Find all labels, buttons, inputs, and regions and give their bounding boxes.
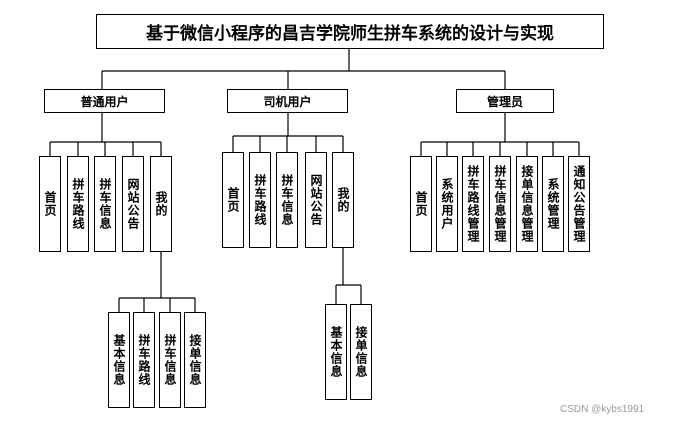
user-mine-order-info: 接单信息 xyxy=(184,312,206,408)
driver-item-home: 首页 xyxy=(222,152,244,248)
user-item-site-notice: 网站公告 xyxy=(122,156,144,252)
role-box-driver-user: 司机用户 xyxy=(227,89,348,113)
role-box-regular-user: 普通用户 xyxy=(44,89,165,113)
user-mine-carpool-info: 拼车信息 xyxy=(159,312,181,408)
driver-mine-basic-info: 基本信息 xyxy=(325,304,347,400)
admin-item-system-manage: 系统管理 xyxy=(542,156,564,252)
admin-item-system-user: 系统用户 xyxy=(436,156,458,252)
driver-mine-order-info: 接单信息 xyxy=(350,304,372,400)
role-box-admin: 管理员 xyxy=(456,89,554,113)
user-item-mine: 我的 xyxy=(150,156,172,252)
watermark: CSDN @kybs1991 xyxy=(560,404,645,415)
diagram-title: 基于微信小程序的昌吉学院师生拼车系统的设计与实现 xyxy=(96,14,604,49)
user-item-carpool-route: 拼车路线 xyxy=(67,156,89,252)
admin-item-carpool-manage: 拼车信息管理 xyxy=(489,156,511,252)
driver-item-carpool-route: 拼车路线 xyxy=(249,152,271,248)
driver-item-carpool-info: 拼车信息 xyxy=(276,152,298,248)
admin-item-route-manage: 拼车路线管理 xyxy=(462,156,484,252)
driver-item-mine: 我的 xyxy=(332,152,354,248)
admin-item-order-manage: 接单信息管理 xyxy=(516,156,538,252)
driver-item-site-notice: 网站公告 xyxy=(305,152,327,248)
user-mine-carpool-route: 拼车路线 xyxy=(133,312,155,408)
admin-item-notice-manage: 通知公告管理 xyxy=(568,156,590,252)
admin-item-home: 首页 xyxy=(410,156,432,252)
user-item-carpool-info: 拼车信息 xyxy=(94,156,116,252)
user-item-home: 首页 xyxy=(39,156,61,252)
user-mine-basic-info: 基本信息 xyxy=(108,312,130,408)
